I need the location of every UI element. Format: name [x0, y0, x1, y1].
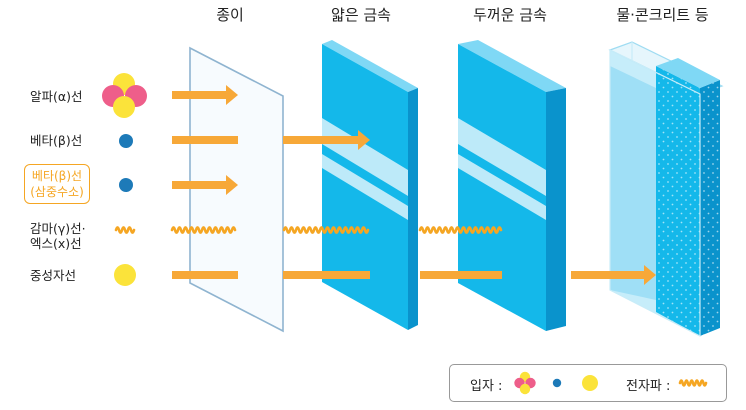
header-paper: 종이	[216, 6, 244, 24]
arrow-neutron-segment-2	[283, 271, 370, 279]
legend-wave-label: 전자파 :	[626, 379, 671, 394]
legend-alpha-icon	[514, 371, 536, 395]
tritium-particle-icon	[119, 178, 133, 192]
arrow-neutron-to-water	[571, 265, 656, 285]
arrow-alpha-to-paper	[172, 85, 238, 105]
label-gamma-line2: 엑스(x)선	[30, 236, 82, 251]
wave-gamma-segment-3	[418, 226, 503, 234]
header-thin-metal: 얇은 금속	[331, 6, 391, 24]
label-tritium-line2: (삼중수소)	[30, 185, 84, 199]
arrows-layer	[172, 85, 656, 285]
thin-metal-plate	[322, 40, 418, 330]
wave-gamma-segment-1	[170, 226, 237, 234]
label-gamma: 감마(γ)선· 엑스(x)선	[30, 221, 86, 251]
waves-layer	[114, 226, 708, 387]
wave-gamma-segment-2	[282, 226, 370, 234]
legend-box: 입자 : 전자파 :	[449, 364, 727, 402]
label-beta-tritium-box: 베타(β)선 (삼중수소)	[24, 164, 90, 204]
legend-wave-icon	[678, 379, 708, 387]
thick-metal-block	[458, 40, 566, 331]
arrow-tritium-to-paper	[172, 175, 238, 195]
label-gamma-line1: 감마(γ)선·	[30, 221, 86, 236]
label-tritium-line1: 베타(β)선	[31, 169, 83, 183]
beta-particle-icon	[119, 134, 133, 148]
water-concrete-tank	[608, 41, 724, 337]
arrow-beta-segment-1	[172, 136, 238, 144]
label-alpha: 알파(α)선	[30, 89, 83, 104]
legend-beta-icon	[552, 378, 562, 388]
alpha-particle-icon	[102, 73, 147, 118]
arrow-neutron-segment-1	[172, 271, 238, 279]
arrow-neutron-segment-3	[420, 271, 502, 279]
legend-particle-label: 입자 :	[470, 379, 503, 394]
header-thick-metal: 두꺼운 금속	[473, 6, 547, 24]
paper-sheet	[189, 46, 284, 333]
neutron-particle-icon	[114, 264, 136, 286]
arrow-beta-to-thin-metal	[283, 130, 370, 150]
header-water-concrete: 물·콘크리트 등	[616, 6, 709, 24]
legend-neutron-icon	[582, 375, 598, 391]
label-neutron: 중성자선	[30, 268, 77, 283]
wave-gamma-icon	[114, 226, 136, 234]
label-beta: 베타(β)선	[30, 133, 83, 148]
